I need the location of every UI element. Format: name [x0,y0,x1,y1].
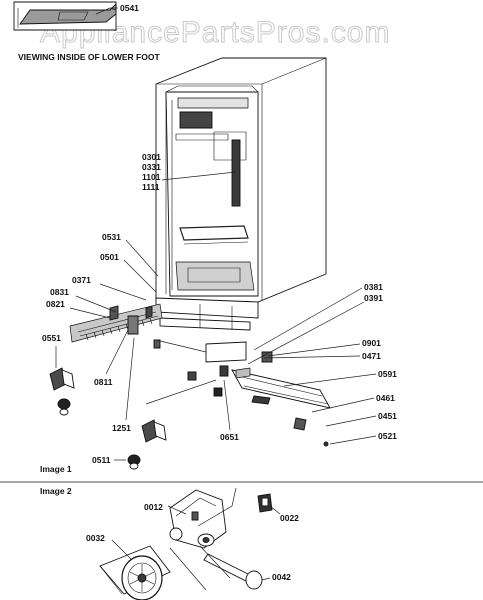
label-0811: 0811 [94,377,113,387]
label-0471: 0471 [362,351,381,361]
label-0012: 0012 [144,502,163,512]
label-0022: 0022 [280,513,299,523]
label-0511: 0511 [92,455,111,465]
part-labels: 0541 VIEWING INSIDE OF LOWER FOOT 0301 0… [18,3,397,582]
label-0391: 0391 [364,293,383,303]
label-0521: 0521 [378,431,397,441]
caption-image1: Image 1 [40,464,72,474]
front-foot-left [49,367,75,416]
leveler-0511 [127,454,141,470]
label-0331: 0331 [142,162,161,172]
image2-leaders [111,487,281,591]
label-0032: 0032 [86,533,105,543]
label-0461: 0461 [376,393,395,403]
axle-pin-0042 [203,553,263,590]
label-0821: 0821 [46,299,65,309]
label-0651: 0651 [220,432,239,442]
label-0901: 0901 [362,338,381,348]
label-0301: 0301 [142,152,161,162]
leader-lines [55,7,377,461]
label-0451: 0451 [378,411,397,421]
refrigerator-cabinet [155,57,327,303]
label-0591: 0591 [378,369,397,379]
label-0541: 0541 [120,3,139,13]
label-0831: 0831 [50,287,69,297]
label-0381: 0381 [364,282,383,292]
caption-image2: Image 2 [40,486,72,496]
label-0501: 0501 [100,252,119,262]
wheel-0032 [99,545,171,600]
label-1101: 1101 [142,172,161,182]
base-assembly [69,297,331,447]
label-0531: 0531 [102,232,121,242]
clip-0022 [257,493,273,513]
lower-foot-inset [13,1,117,31]
label-0042: 0042 [272,572,291,582]
caption-lower-foot: VIEWING INSIDE OF LOWER FOOT [18,52,160,62]
label-1111: 1111 [142,182,160,192]
label-0551: 0551 [42,333,61,343]
front-foot-right [141,419,167,443]
label-1251: 1251 [112,423,131,433]
caster-bracket-0012 [169,489,227,549]
label-0371: 0371 [72,275,91,285]
